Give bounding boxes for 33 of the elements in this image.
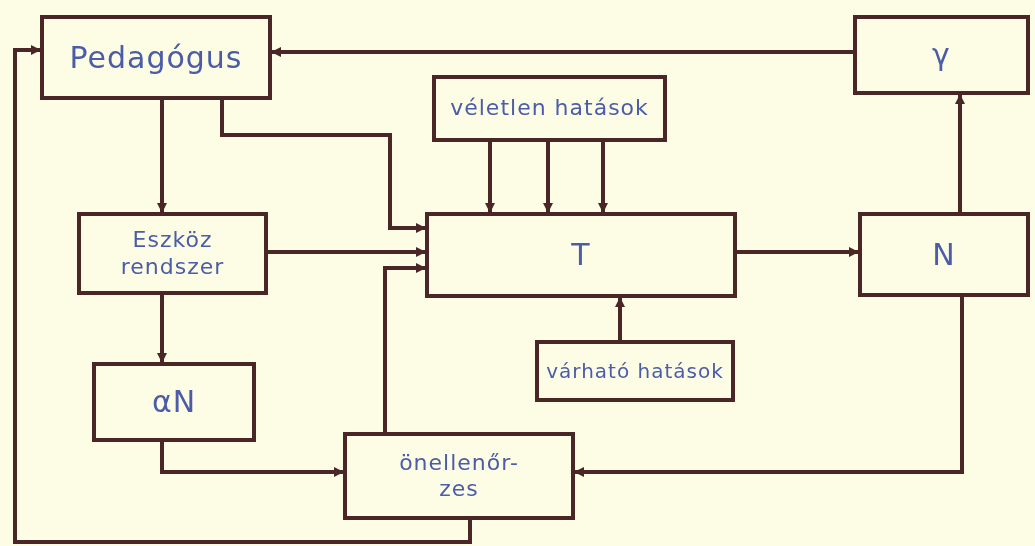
process-box	[425, 212, 737, 298]
process-box	[40, 15, 272, 100]
arrow	[615, 297, 625, 340]
box-label: γ	[932, 37, 951, 73]
process-box	[343, 432, 575, 520]
arrow	[598, 142, 608, 213]
process-box	[92, 362, 256, 442]
arrow	[157, 100, 167, 213]
arrow	[13, 45, 472, 544]
arrow	[955, 94, 965, 212]
box-label: véletlen hatások	[450, 95, 649, 122]
box-label: Pedagógus	[69, 39, 243, 76]
arrow	[160, 442, 344, 477]
arrow	[574, 297, 964, 477]
process-box	[858, 212, 1030, 297]
process-box	[432, 75, 667, 142]
arrow	[383, 263, 426, 432]
box-label: várható hatások	[546, 359, 724, 383]
box-label: N	[932, 236, 956, 273]
arrow	[737, 247, 859, 257]
arrow	[485, 142, 495, 213]
arrow	[271, 47, 853, 57]
arrow	[157, 295, 167, 363]
box-label: αN	[151, 384, 197, 420]
process-box	[535, 340, 735, 402]
process-box	[853, 15, 1030, 95]
box-label: önellenőr-zes	[398, 449, 520, 503]
arrow	[268, 247, 426, 257]
box-label: Eszköz rendszer	[119, 227, 226, 280]
box-label: T	[571, 237, 591, 273]
arrow	[543, 142, 553, 213]
arrow	[220, 100, 426, 233]
process-box	[77, 212, 268, 295]
